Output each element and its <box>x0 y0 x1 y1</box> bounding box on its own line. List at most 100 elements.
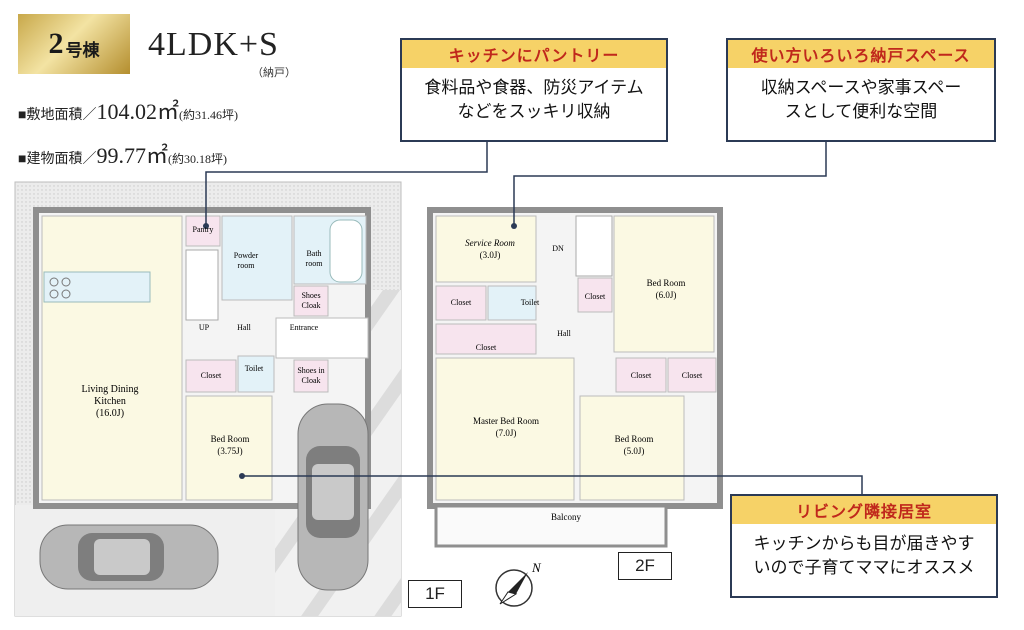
building-suffix: 号棟 <box>65 40 100 60</box>
callout-line: 収納スペースや家事スペー <box>760 78 962 98</box>
bedroom-6j <box>613 215 715 353</box>
site-area-note: (約31.46坪) <box>178 108 238 122</box>
callout-body: 食料品や食器、防災アイテム などをスッキリ収納 <box>402 68 666 124</box>
toilet-2f <box>487 285 537 321</box>
callout-title: キッチンにパントリー <box>402 40 666 68</box>
connector-pantry <box>205 140 488 226</box>
callout-title: 使い方いろいろ納戸スペース <box>728 40 994 68</box>
plan-type-note: （納戸） <box>252 67 296 79</box>
entrance-area <box>275 317 369 359</box>
stairs-2f <box>575 215 613 277</box>
label-master-2: (7.0J) <box>496 428 517 438</box>
closet-2f-b <box>435 323 537 355</box>
callout-body: キッチンからも目が届きやす いので子育てママにオススメ <box>732 524 996 580</box>
label-closet-2f-c: Closet <box>585 292 606 301</box>
label-ldk-2: Kitchen <box>94 396 126 407</box>
label-pantry: Pantry <box>193 225 214 234</box>
label-bed-1f-2: (3.75J) <box>217 446 242 456</box>
service-room <box>435 215 537 283</box>
stove-burner <box>61 289 71 299</box>
stove-burner <box>49 277 59 287</box>
label-balcony: Balcony <box>551 512 581 522</box>
label-up: UP <box>199 323 210 332</box>
label-bath-1: Bath <box>306 249 321 258</box>
balcony <box>434 504 668 548</box>
closet-2f-e <box>667 357 717 393</box>
toilet-1f <box>237 355 275 393</box>
label-master-1: Master Bed Room <box>473 416 539 426</box>
connector-bedroom <box>242 475 863 494</box>
label-shoes-in-cloak-1: Shoes in <box>297 366 324 375</box>
label-service-2: (3.0J) <box>480 250 501 260</box>
closet-1f <box>185 359 237 393</box>
site-area-value: 104.02㎡ <box>96 99 179 124</box>
label-ldk-3: (16.0J) <box>96 408 124 419</box>
car-right-icon <box>297 403 369 591</box>
compass-label: N <box>531 560 542 575</box>
label-closet-2f-a: Closet <box>451 298 472 307</box>
callout-storage: 使い方いろいろ納戸スペース 収納スペースや家事スペー スとして便利な空間 <box>726 38 996 142</box>
connector-service <box>513 140 827 226</box>
callout-body: 収納スペースや家事スペー スとして便利な空間 <box>728 68 994 124</box>
label-toilet-2f: Toilet <box>521 298 540 307</box>
label-powder-2: room <box>238 261 256 270</box>
callout-line: いので子育てママにオススメ <box>753 558 975 578</box>
pantry-room <box>185 215 221 247</box>
label-bed-6j-2: (6.0J) <box>656 290 677 300</box>
label-shoes-cloak-1: Shoes <box>301 291 320 300</box>
powder-room <box>221 215 293 301</box>
label-toilet-1f: Toilet <box>245 364 264 373</box>
label-bed-5j-2: (5.0J) <box>624 446 645 456</box>
connector-service-dot <box>511 223 517 229</box>
callout-line: などをスッキリ収納 <box>457 102 611 122</box>
ldk-room <box>41 215 183 501</box>
bathtub <box>329 219 363 283</box>
shoes-in-cloak-room <box>293 359 329 393</box>
shoes-cloak-room <box>293 285 329 317</box>
label-closet-1f: Closet <box>201 371 222 380</box>
callout-line: 食料品や食器、防災アイテム <box>424 78 644 98</box>
car-left-icon <box>39 524 219 590</box>
connector-bedroom-dot <box>239 473 245 479</box>
label-closet-2f-b: Closet <box>476 343 497 352</box>
stove-burner <box>49 289 59 299</box>
plan-type: 4LDK+S <box>148 26 279 63</box>
site-area: ■敷地面積／104.02㎡(約31.46坪) <box>18 94 238 126</box>
building-badge: 2 号棟 <box>18 14 130 74</box>
label-closet-2f-e: Closet <box>682 371 703 380</box>
callout-line: キッチンからも目が届きやす <box>753 534 975 554</box>
label-bed-1f-1: Bed Room <box>211 434 250 444</box>
label-shoes-cloak-2: Cloak <box>301 301 320 310</box>
label-bed-5j-1: Bed Room <box>615 434 654 444</box>
connector-pantry-dot <box>203 223 209 229</box>
stairs-1f <box>185 249 219 321</box>
bedroom-1f <box>185 395 273 501</box>
label-ldk-1: Living Dining <box>82 384 139 395</box>
label-hall-2f: Hall <box>557 329 572 338</box>
closet-2f-a <box>435 285 487 321</box>
label-entrance: Entrance <box>290 323 319 332</box>
building-number: 2 <box>48 27 64 60</box>
building-area-note: (約30.18坪) <box>167 152 227 166</box>
building-area-value: 99.77㎡ <box>96 143 168 168</box>
label-dn: DN <box>552 244 564 253</box>
stove-burner <box>61 277 71 287</box>
callout-bedroom: リビング隣接居室 キッチンからも目が届きやす いので子育てママにオススメ <box>730 494 998 598</box>
callout-title: リビング隣接居室 <box>732 496 996 524</box>
label-hall-1f: Hall <box>237 323 252 332</box>
floor-tag-2f: 2F <box>618 552 672 580</box>
closet-2f-c <box>577 277 613 313</box>
label-closet-2f-d: Closet <box>631 371 652 380</box>
label-service-1: Service Room <box>465 238 515 248</box>
bedroom-5j <box>579 395 685 501</box>
label-shoes-in-cloak-2: Cloak <box>301 376 320 385</box>
callout-pantry: キッチンにパントリー 食料品や食器、防災アイテム などをスッキリ収納 <box>400 38 668 142</box>
building-area-label: ■建物面積／ <box>18 152 97 167</box>
label-powder-1: Powder <box>234 251 259 260</box>
label-bed-6j-1: Bed Room <box>647 278 686 288</box>
callout-line: スとして便利な空間 <box>784 102 938 122</box>
compass-icon <box>495 569 533 607</box>
kitchen-counter <box>43 271 151 303</box>
building-area: ■建物面積／99.77㎡(約30.18坪) <box>18 138 227 170</box>
